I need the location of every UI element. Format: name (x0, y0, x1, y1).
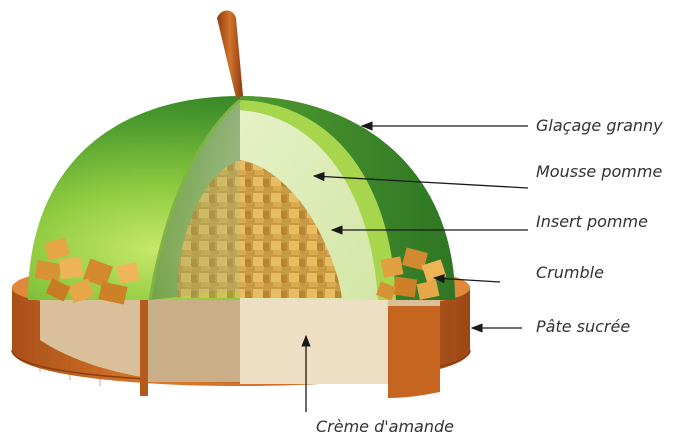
label-insert: Insert pomme (536, 212, 648, 231)
label-glacage: Glaçage granny (536, 116, 663, 135)
label-pate: Pâte sucrée (536, 317, 630, 336)
label-crumble: Crumble (536, 263, 604, 282)
decor-stick (217, 11, 243, 99)
label-creme: Crème d'amande (316, 417, 454, 436)
label-mousse: Mousse pomme (536, 162, 662, 181)
